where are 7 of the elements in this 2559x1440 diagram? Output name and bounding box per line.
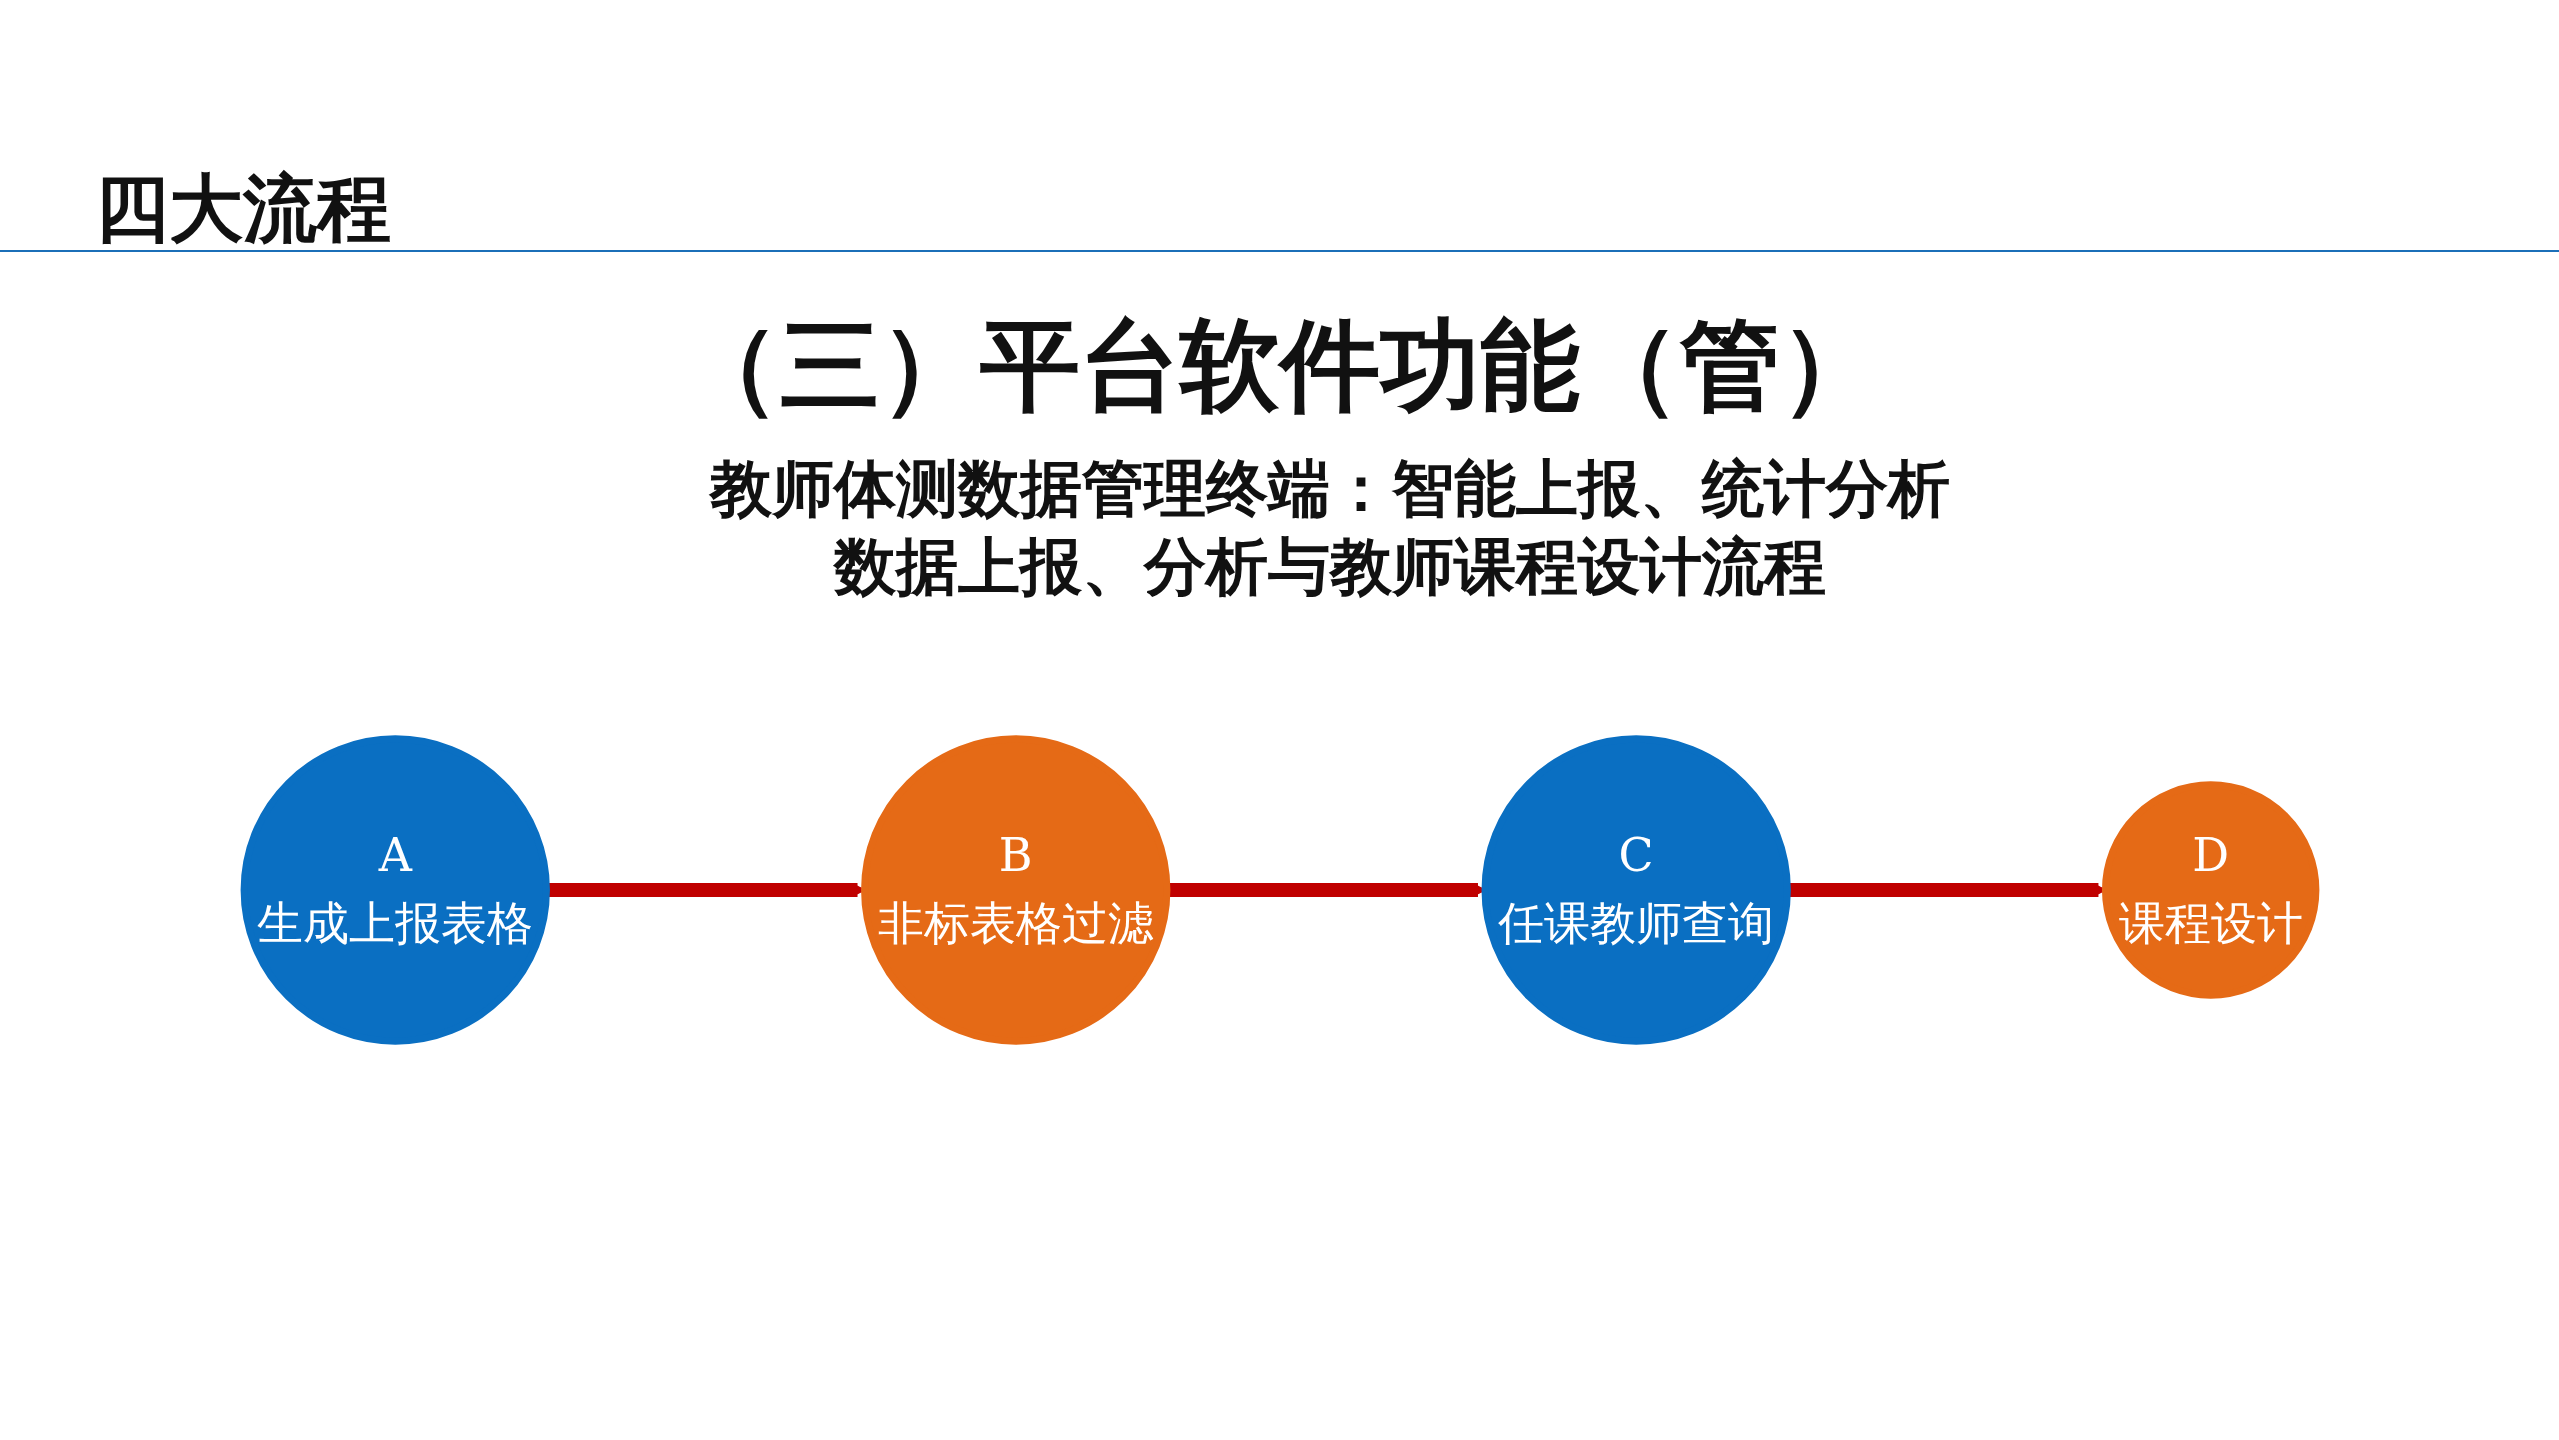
- node-circle: A 生成上报表格: [240, 735, 550, 1045]
- node-circle: B 非标表格过滤: [861, 735, 1171, 1045]
- slide-title: （三）平台软件功能（管）: [678, 306, 1881, 426]
- subtitle: 教师体测数据管理终端：智能上报、统计分析数据上报、分析与教师课程设计流程: [708, 451, 1951, 605]
- node-circle: D 课程设计: [2101, 781, 2320, 999]
- section-heading: 四大流程: [95, 164, 391, 253]
- node-circle: C 任课教师查询: [1481, 735, 1791, 1045]
